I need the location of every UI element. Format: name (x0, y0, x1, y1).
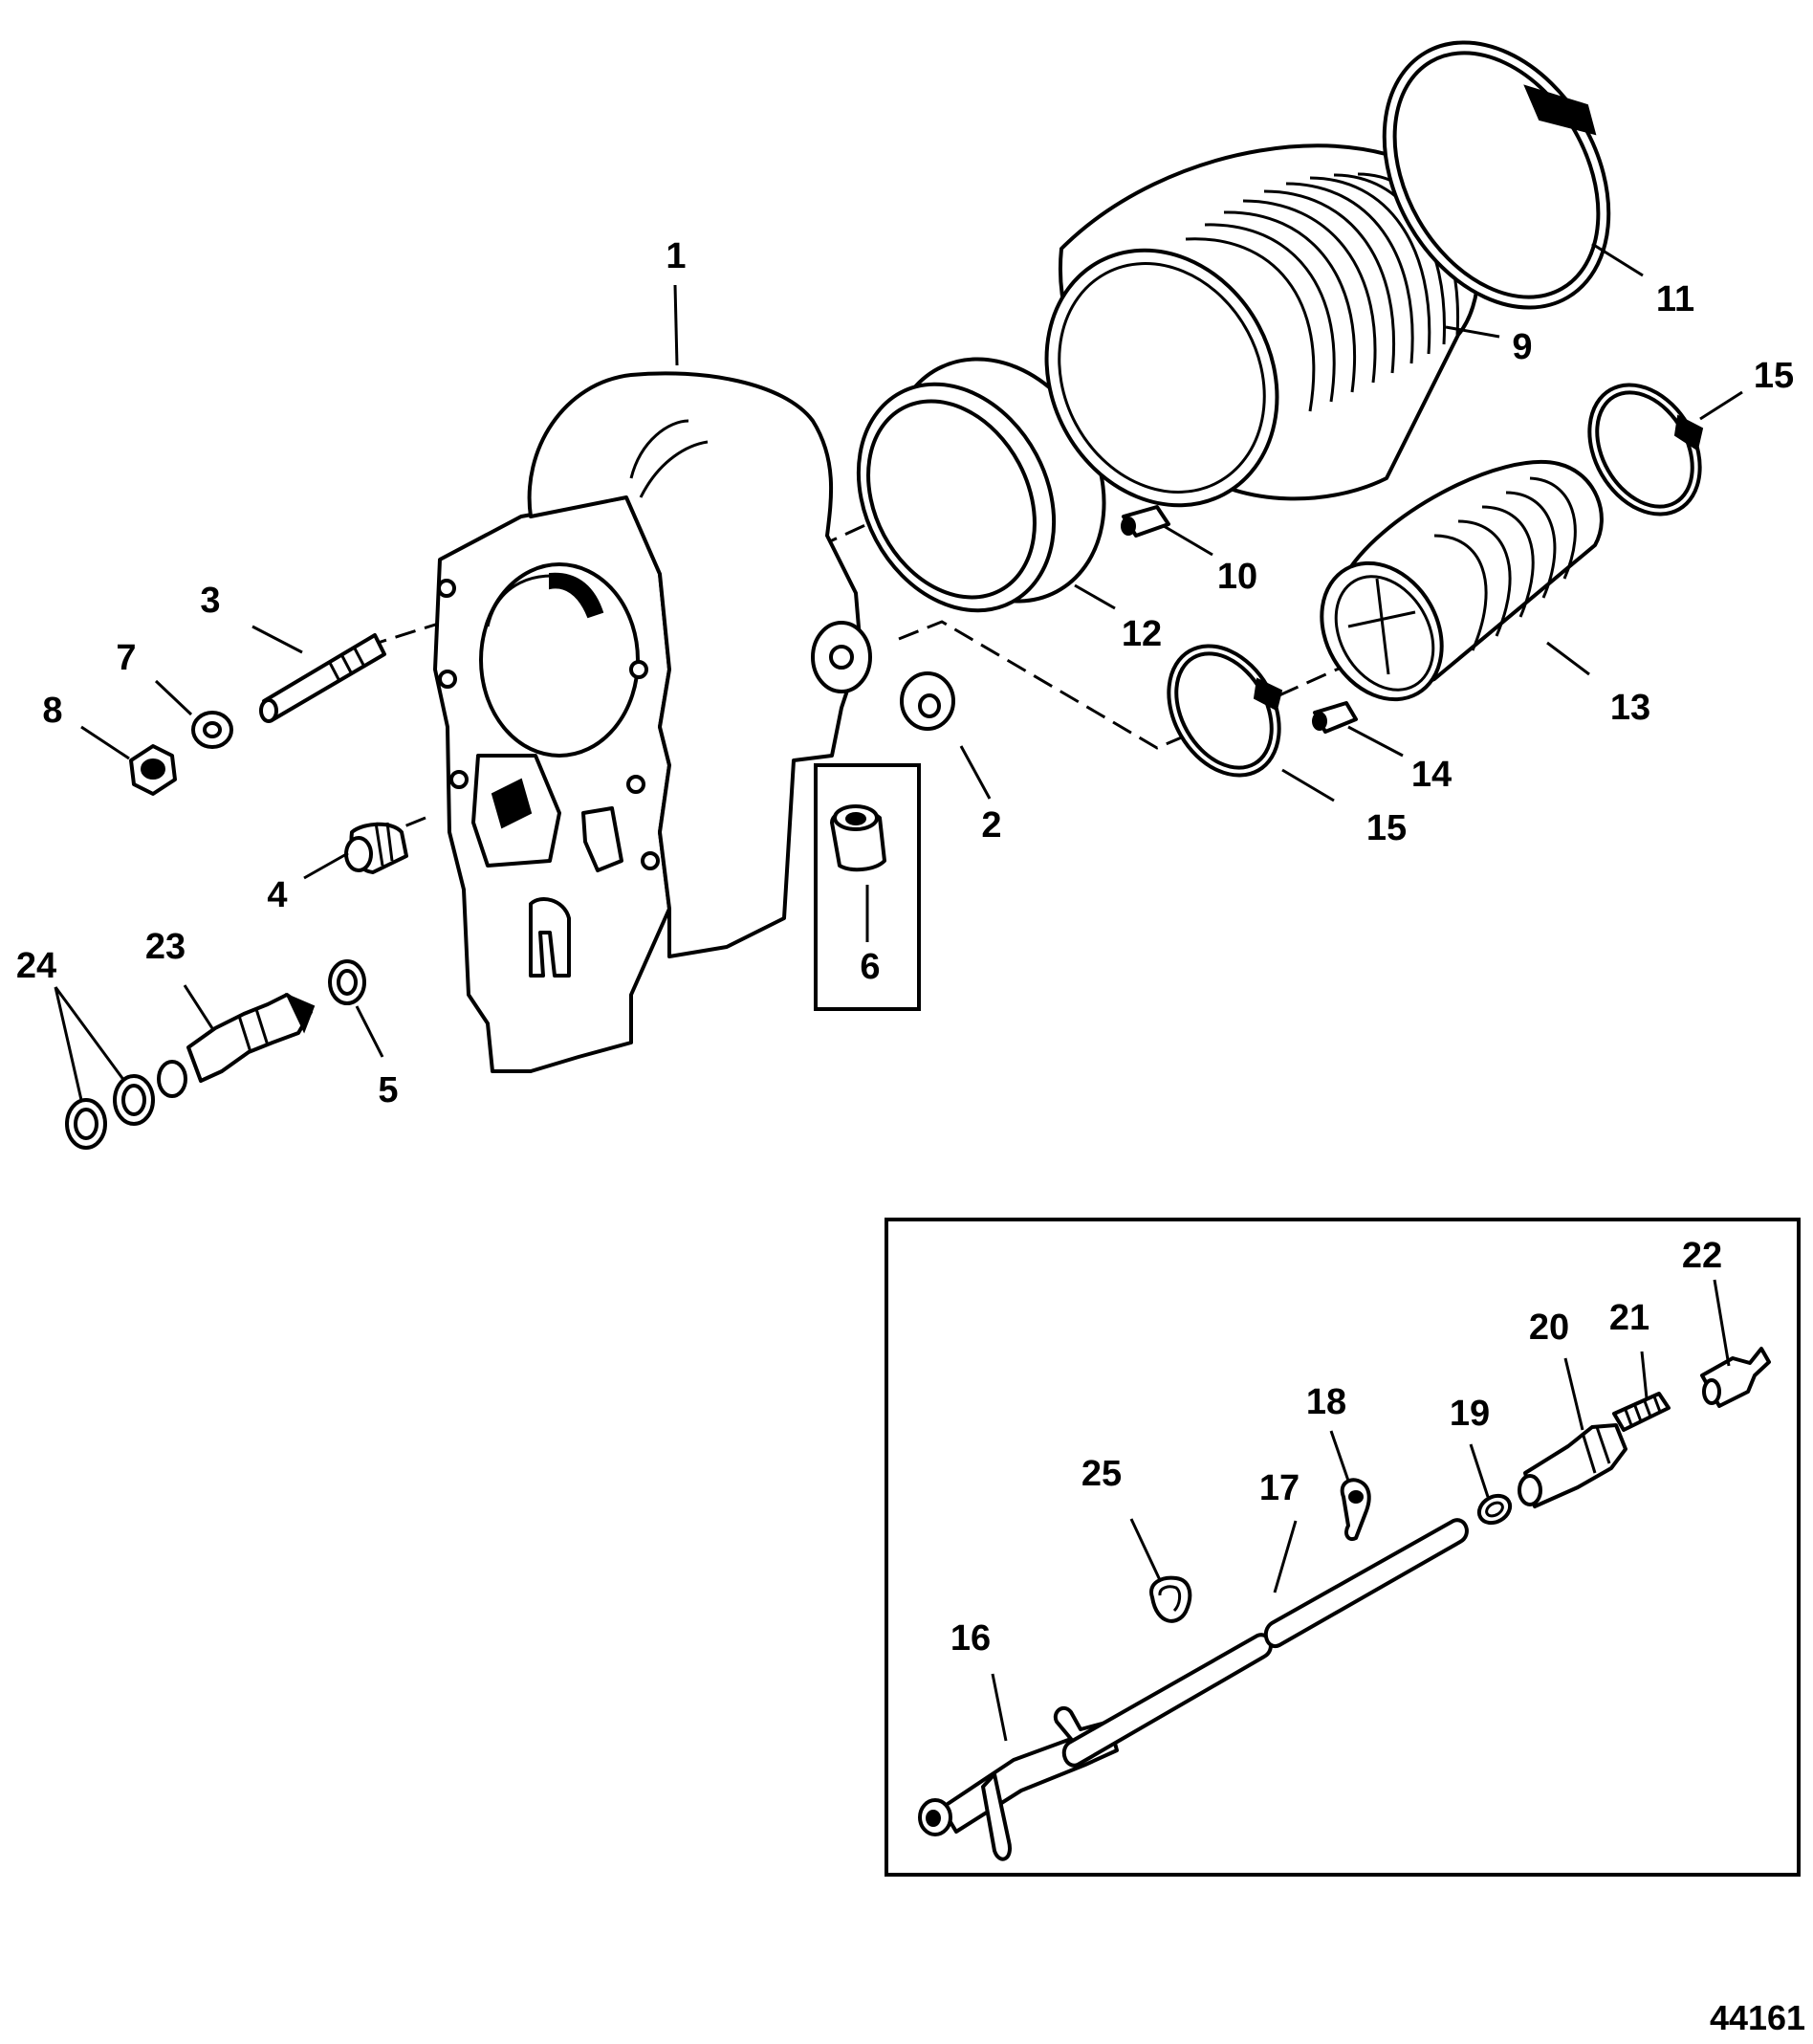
bellows-clamp-large (1382, 40, 1611, 310)
bell-housing (433, 371, 872, 1073)
callout-9: 9 (1512, 327, 1532, 367)
callout-10: 10 (1217, 557, 1257, 597)
callout-6: 6 (860, 947, 880, 987)
hose-clamp-18 (1340, 1478, 1371, 1541)
bushing (830, 804, 886, 872)
callout-24: 24 (16, 946, 56, 986)
bushing-detail-box (814, 763, 921, 1011)
clamp-upper-right (1587, 383, 1704, 516)
hose-connector-20 (1518, 1423, 1627, 1508)
callout-25: 25 (1081, 1454, 1122, 1494)
callout-3: 3 (200, 581, 220, 621)
hose-clamp-19 (1476, 1493, 1513, 1526)
fitting (344, 822, 408, 874)
callout-2: 2 (981, 805, 1001, 846)
callout-7: 7 (116, 638, 136, 678)
callout-1: 1 (666, 236, 686, 276)
callout-18: 18 (1306, 1382, 1346, 1422)
exhaust-clip (1121, 505, 1170, 538)
callout-23: 23 (145, 927, 186, 967)
washer (191, 711, 233, 749)
exhaust-bellows (1044, 143, 1480, 508)
leader-lines (54, 242, 1743, 1742)
o-ring-5 (328, 959, 366, 1005)
nut (129, 744, 177, 796)
callout-16: 16 (950, 1618, 991, 1659)
callout-20: 20 (1529, 1308, 1569, 1348)
hose-clamp-25 (1149, 1575, 1192, 1623)
clamp-lower (1167, 644, 1283, 778)
hose-fitting-22 (1700, 1347, 1771, 1408)
callout-17: 17 (1259, 1468, 1300, 1508)
callout-4: 4 (267, 875, 287, 915)
callout-14: 14 (1411, 755, 1452, 795)
callout-19: 19 (1450, 1394, 1490, 1434)
callout-22: 22 (1682, 1236, 1722, 1276)
o-rings-24 (65, 1074, 155, 1150)
callout-11: 11 (1656, 279, 1694, 319)
callout-15-upper: 15 (1754, 356, 1794, 396)
callout-12: 12 (1122, 614, 1162, 654)
callout-5: 5 (378, 1070, 398, 1110)
callout-8: 8 (42, 691, 62, 731)
spring-21 (1612, 1392, 1671, 1432)
speedometer-pickup (157, 993, 316, 1098)
exhaust-tube-ring (856, 357, 1106, 613)
u-joint-bellows (1320, 460, 1604, 702)
callout-labels: 1 2 3 4 5 6 7 8 9 10 11 12 13 14 15 15 1… (16, 236, 1794, 1659)
stud (259, 633, 386, 723)
callout-21: 21 (1609, 1298, 1649, 1338)
callout-15-lower: 15 (1366, 808, 1407, 848)
hose-assembly-detail-box (885, 1218, 1801, 1877)
callout-13: 13 (1610, 688, 1650, 728)
water-hose (1061, 1518, 1469, 1768)
pin-washer (900, 671, 955, 731)
small-bellows-ribs (1433, 476, 1577, 651)
u-joint-clip (1312, 701, 1358, 734)
figure-number: 44161 (1710, 1998, 1805, 2037)
